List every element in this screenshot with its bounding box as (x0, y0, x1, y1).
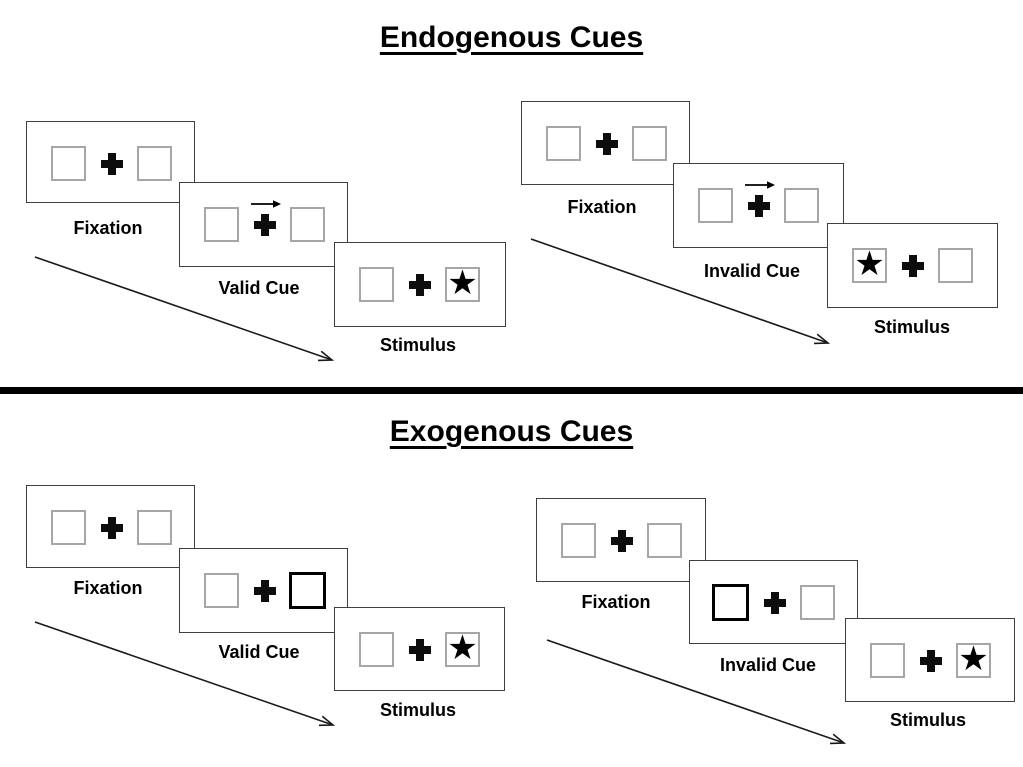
exogenous-cue-box (289, 572, 326, 609)
section-title-exogenous: Exogenous Cues (389, 415, 634, 448)
right-placeholder-box (290, 207, 325, 242)
section-title-endogenous: Endogenous Cues (379, 21, 644, 54)
frame-label: Stimulus (379, 700, 456, 720)
right-placeholder-box (137, 146, 172, 181)
timeline-arrow-icon (530, 238, 831, 345)
left-placeholder-box (870, 643, 905, 678)
cue-arrow-right-icon (745, 181, 775, 189)
fixation-cross-icon (101, 517, 123, 539)
left-placeholder-box (51, 510, 86, 545)
frame-valid-cue (179, 548, 348, 633)
frame-fixation (26, 485, 195, 568)
frame-stimulus: ★ (334, 242, 506, 327)
frame-label: Invalid Cue (719, 655, 817, 675)
left-placeholder-box (51, 146, 86, 181)
frame-label: Invalid Cue (703, 261, 801, 281)
section-divider (0, 387, 1023, 394)
frame-label: Stimulus (379, 335, 456, 355)
timeline-arrow-icon (34, 256, 335, 362)
fixation-cross-icon (409, 639, 431, 661)
right-placeholder-box (137, 510, 172, 545)
fixation-cross-icon (611, 530, 633, 552)
frame-label: Fixation (567, 197, 637, 217)
fixation-cross-icon (101, 153, 123, 175)
right-placeholder-box: ★ (445, 629, 480, 667)
left-placeholder-box (698, 188, 733, 223)
frame-stimulus: ★ (334, 607, 505, 691)
right-placeholder-box: ★ (445, 264, 480, 302)
right-placeholder-box (784, 188, 819, 223)
right-placeholder-box (938, 248, 973, 283)
right-placeholder-box (632, 126, 667, 161)
left-placeholder-box (561, 523, 596, 558)
frame-invalid-cue (673, 163, 844, 248)
frame-label: Stimulus (873, 317, 950, 337)
fixation-cross-icon (920, 650, 942, 672)
left-placeholder-box (546, 126, 581, 161)
left-placeholder-box (359, 632, 394, 667)
frame-label: Valid Cue (218, 642, 300, 662)
cue-arrow-right-icon (251, 200, 281, 208)
frame-label: Stimulus (889, 710, 966, 730)
fixation-cross-icon (254, 580, 276, 602)
frame-stimulus: ★ (845, 618, 1015, 702)
right-placeholder-box (800, 585, 835, 620)
fixation-cross-icon (596, 133, 618, 155)
timeline-arrow-icon (546, 639, 847, 745)
frame-fixation (521, 101, 690, 185)
frame-label: Fixation (581, 592, 651, 612)
frame-valid-cue (179, 182, 348, 267)
frame-label: Valid Cue (218, 278, 300, 298)
target-star-icon: ★ (958, 640, 989, 678)
frame-invalid-cue (689, 560, 858, 644)
fixation-cross-icon (409, 274, 431, 296)
exogenous-cue-box (712, 584, 749, 621)
fixation-cross-icon (748, 195, 770, 217)
frame-fixation (26, 121, 195, 203)
target-star-icon: ★ (447, 264, 478, 302)
frame-label: Fixation (73, 218, 143, 238)
right-placeholder-box: ★ (956, 640, 991, 678)
left-placeholder-box (204, 573, 239, 608)
left-placeholder-box (359, 267, 394, 302)
fixation-cross-icon (764, 592, 786, 614)
left-placeholder-box: ★ (852, 245, 887, 283)
left-placeholder-box (204, 207, 239, 242)
target-star-icon: ★ (854, 245, 885, 283)
frame-label: Fixation (73, 578, 143, 598)
timeline-arrow-icon (34, 621, 336, 727)
right-placeholder-box (647, 523, 682, 558)
frame-stimulus: ★ (827, 223, 998, 308)
fixation-cross-icon (254, 214, 276, 236)
target-star-icon: ★ (447, 629, 478, 667)
frame-fixation (536, 498, 706, 582)
fixation-cross-icon (902, 255, 924, 277)
